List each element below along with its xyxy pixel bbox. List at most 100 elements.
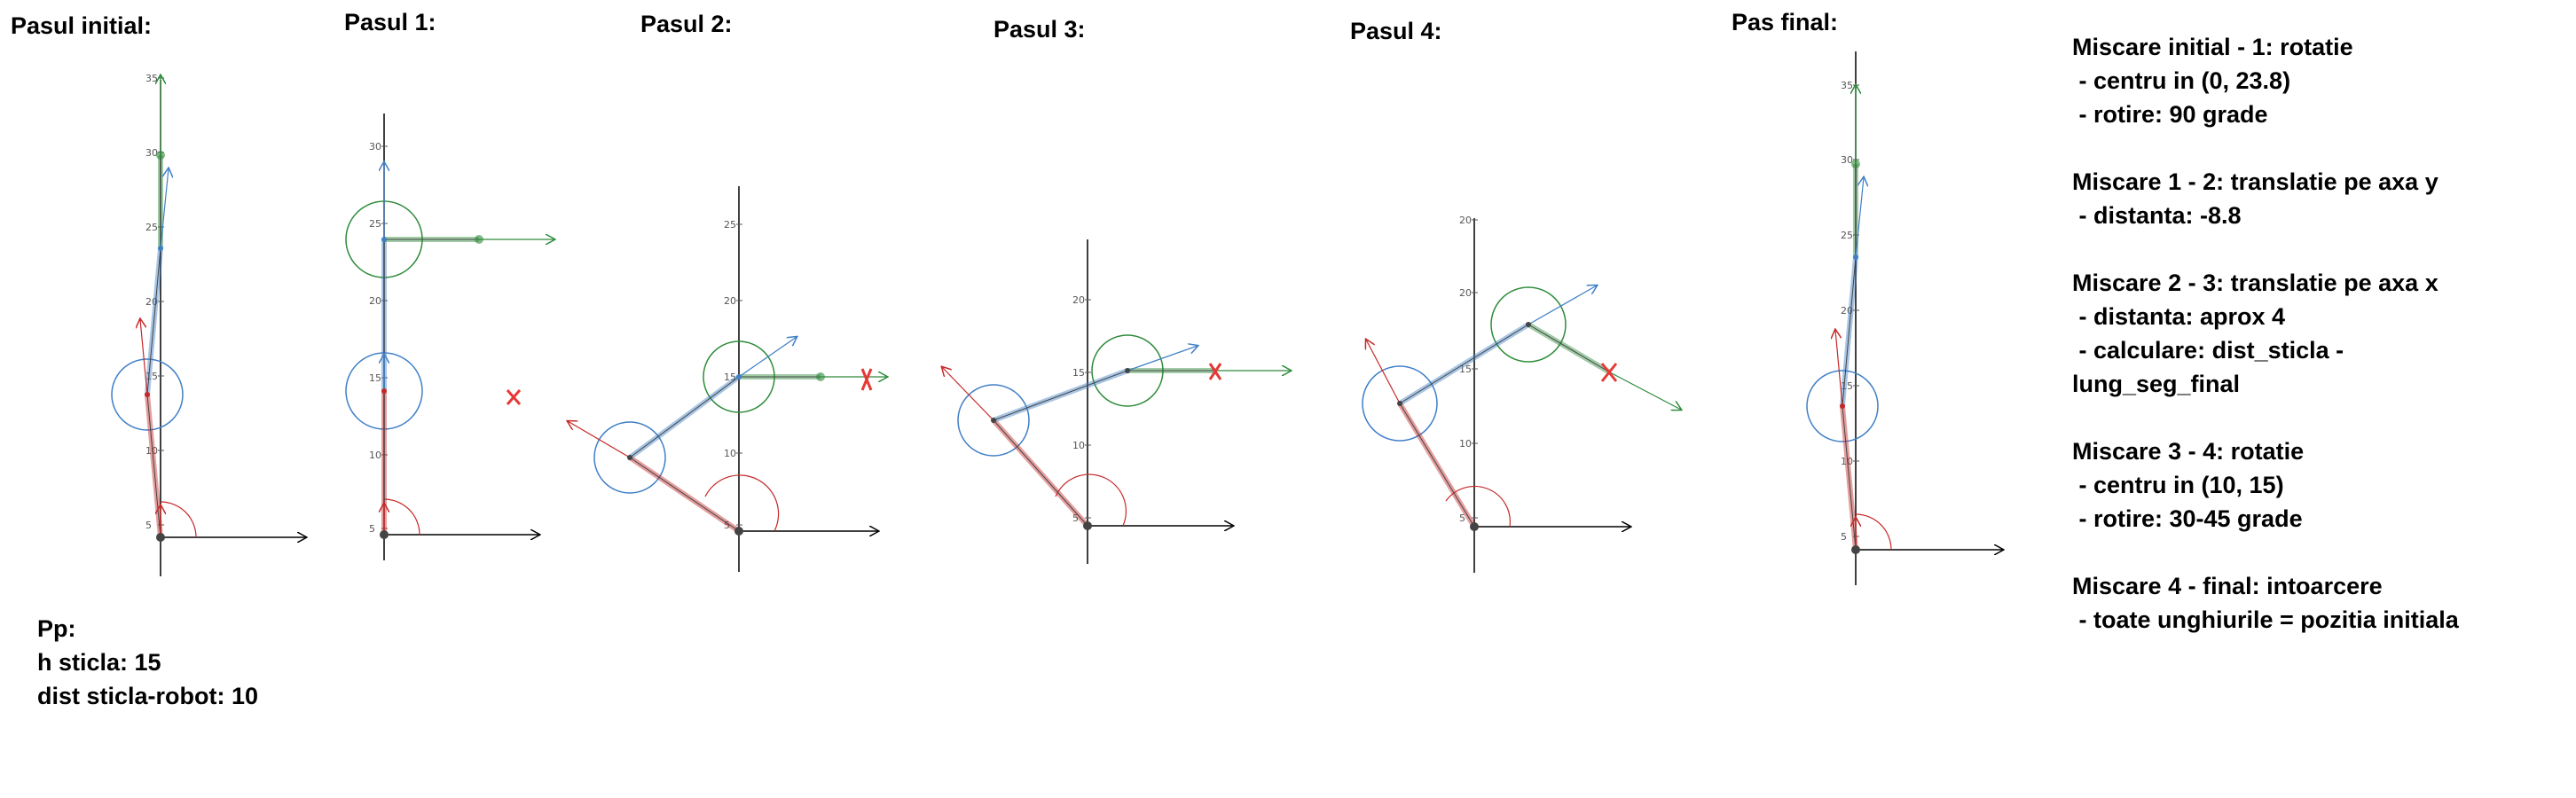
joint3-x-arrow xyxy=(1127,346,1198,372)
joint1-angle-arc xyxy=(704,474,780,532)
joint2 xyxy=(627,455,632,460)
note-m4-line1: - centru in (10, 15) xyxy=(2072,472,2284,498)
note-m3-line3: lung_seg_final xyxy=(2072,371,2241,397)
base-joint xyxy=(734,527,743,536)
joint2-x-arrow xyxy=(942,367,994,421)
note-m2-title: Miscare 1 - 2: translatie pe axa y xyxy=(2072,168,2439,195)
tick-label: 20 xyxy=(1459,287,1472,299)
joint2 xyxy=(381,388,387,394)
note-m2-line1: - distanta: -8.8 xyxy=(2072,202,2242,229)
step-title-1: Pasul 1: xyxy=(344,9,436,35)
diagram-step-2: 25 20 15 10 5 xyxy=(568,186,887,572)
joint3 xyxy=(1125,368,1130,373)
end-effector-arrow xyxy=(1609,372,1681,410)
note-m5-line1: - toate unghiurile = pozitia initiala xyxy=(2072,606,2459,633)
target-marker xyxy=(1208,363,1222,380)
note-m4-title: Miscare 3 - 4: rotatie xyxy=(2072,438,2305,465)
target-marker xyxy=(860,368,873,391)
params-h-sticla: h sticla: 15 xyxy=(37,649,161,676)
tick-label: 5 xyxy=(1459,512,1465,524)
tick-label: 10 xyxy=(1459,438,1472,450)
joint3-x-arrow xyxy=(1528,286,1597,325)
tick-label: 5 xyxy=(145,520,152,531)
tick-label: 10 xyxy=(369,450,381,461)
joint3-x-arrow xyxy=(1855,177,1864,258)
params-dist: dist sticla-robot: 10 xyxy=(37,683,259,709)
note-m1-line1: - centru in (0, 23.8) xyxy=(2072,67,2291,94)
base-joint xyxy=(1851,545,1860,554)
target-marker xyxy=(1600,363,1618,382)
diagram-final: 35 30 25 20 15 10 5 xyxy=(1806,51,2003,585)
tick-label: 20 xyxy=(1072,294,1085,306)
base-joint xyxy=(1083,521,1092,530)
tick-label: 5 xyxy=(724,520,730,531)
joint3 xyxy=(1853,254,1858,260)
joint1-angle-arc xyxy=(1055,473,1127,527)
base-joint xyxy=(156,533,165,542)
joint3-x-arrow xyxy=(160,168,169,249)
tick-label: 15 xyxy=(1459,364,1472,375)
tick-label: 20 xyxy=(369,295,381,307)
target-marker xyxy=(506,389,522,405)
tick-label: 20 xyxy=(145,296,158,308)
joint2 xyxy=(1840,403,1845,409)
joint2-x-arrow xyxy=(568,421,631,458)
tick-label: 5 xyxy=(1072,512,1079,524)
joint1-angle-arc xyxy=(160,501,197,538)
tick-label: 25 xyxy=(369,218,381,230)
note-m4-line2: - rotire: 30-45 grade xyxy=(2072,505,2303,532)
tick-label: 30 xyxy=(145,147,158,159)
tick-label: 10 xyxy=(1072,440,1085,451)
note-m1-line2: - rotire: 90 grade xyxy=(2072,101,2268,128)
end-effector xyxy=(156,151,165,160)
tick-label: 15 xyxy=(369,372,381,384)
tick-label: 20 xyxy=(1841,305,1853,317)
joint2 xyxy=(991,418,996,423)
tick-label: 10 xyxy=(145,445,158,457)
tick-label: 35 xyxy=(145,73,158,84)
joint2 xyxy=(1397,401,1402,406)
diagram-step-3: 20 15 10 5 xyxy=(942,239,1291,564)
tick-label: 5 xyxy=(369,523,375,535)
diagram-step-4: 20 20 15 10 5 xyxy=(1362,215,1681,573)
joint2-circle xyxy=(593,421,666,494)
tick-label: 25 xyxy=(724,219,736,231)
tick-label: 20 xyxy=(1459,215,1472,226)
joint3-x-arrow xyxy=(738,337,797,378)
joint3-circle xyxy=(1490,286,1567,363)
tick-label: 5 xyxy=(1841,531,1847,543)
tick-label: 30 xyxy=(1841,154,1853,166)
joint3 xyxy=(381,237,387,242)
end-effector xyxy=(816,372,825,381)
diagram-initial: 35 30 25 20 15 10 5 xyxy=(111,73,306,576)
note-m3-line2: - calculare: dist_sticla - xyxy=(2072,337,2344,364)
joint1-angle-arc xyxy=(1855,513,1892,551)
joint2-circle xyxy=(1806,370,1879,442)
joint3 xyxy=(736,374,742,379)
joint2-circle xyxy=(957,384,1030,457)
joint2-circle xyxy=(111,358,184,431)
step-title-initial: Pasul initial: xyxy=(11,12,153,39)
note-m5-title: Miscare 4 - final: intoarcere xyxy=(2072,573,2383,599)
step-title-final: Pas final: xyxy=(1732,9,1839,35)
joint2-circle xyxy=(1362,365,1438,442)
params-title: Pp: xyxy=(37,615,76,642)
note-m1-title: Miscare initial - 1: rotatie xyxy=(2072,34,2353,60)
base-joint xyxy=(380,530,389,539)
step-title-4: Pasul 4: xyxy=(1350,18,1442,44)
tick-label: 15 xyxy=(1072,367,1085,379)
joint2-x-arrow xyxy=(1835,330,1843,407)
tick-label: 20 xyxy=(724,295,736,307)
tick-label: 30 xyxy=(369,141,381,153)
parameters-block: Pp: h sticla: 15 dist sticla-robot: 10 xyxy=(37,612,258,713)
diagram-step-1: 30 25 20 15 10 5 xyxy=(345,113,554,560)
joint1-angle-arc xyxy=(383,498,420,536)
joint3 xyxy=(1526,322,1531,327)
base-joint xyxy=(1470,522,1479,531)
tick-label: 15 xyxy=(724,372,736,383)
joint2-x-arrow xyxy=(140,319,148,395)
note-m3-title: Miscare 2 - 3: translatie pe axa x xyxy=(2072,270,2439,296)
step-title-3: Pasul 3: xyxy=(993,16,1086,43)
tick-label: 10 xyxy=(1841,456,1853,467)
robot-arm-diagrams: 35 30 25 20 15 10 5 30 25 20 15 10 5 xyxy=(111,51,2040,585)
